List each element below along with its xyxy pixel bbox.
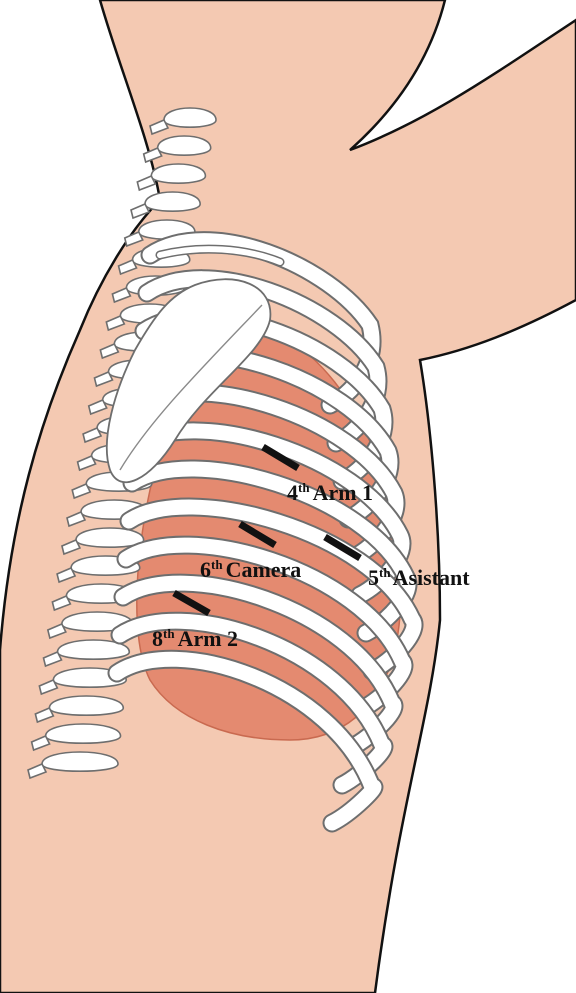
vertebra-process [137,176,155,190]
vertebra [145,192,200,211]
vertebra [151,164,205,183]
vertebra [158,136,211,155]
vertebra [164,108,216,127]
vertebra [42,752,118,771]
vertebra [49,696,123,715]
vertebra [46,724,121,743]
